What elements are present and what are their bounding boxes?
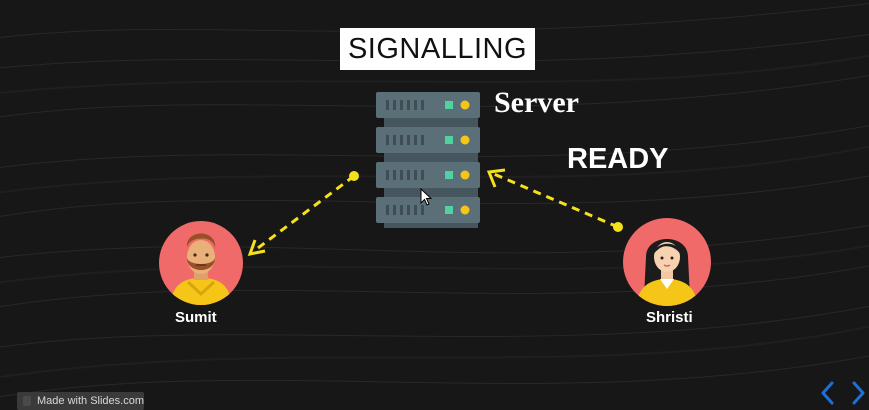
slide-title-box: SIGNALLING — [340, 28, 535, 70]
arrow-shristi-to-server — [486, 168, 623, 232]
person-name-sumit: Sumit — [175, 309, 217, 326]
mouse-cursor-icon — [420, 187, 433, 206]
made-with-badge[interactable]: Made with Slides.com — [17, 392, 144, 410]
chevron-right-icon[interactable] — [848, 380, 868, 406]
ready-status-label: READY — [567, 143, 669, 175]
server-label: Server — [494, 86, 579, 119]
slides-logo-icon — [23, 396, 31, 406]
slide-title: SIGNALLING — [347, 32, 528, 65]
chevron-left-icon[interactable] — [818, 380, 838, 406]
person-name-shristi: Shristi — [646, 309, 693, 326]
badge-text: Made with Slides.com — [37, 395, 144, 407]
female-avatar-icon — [623, 218, 711, 306]
arrow-server-to-sumit — [247, 171, 359, 256]
server-rack-icon — [376, 92, 480, 228]
male-avatar-icon — [159, 221, 243, 305]
